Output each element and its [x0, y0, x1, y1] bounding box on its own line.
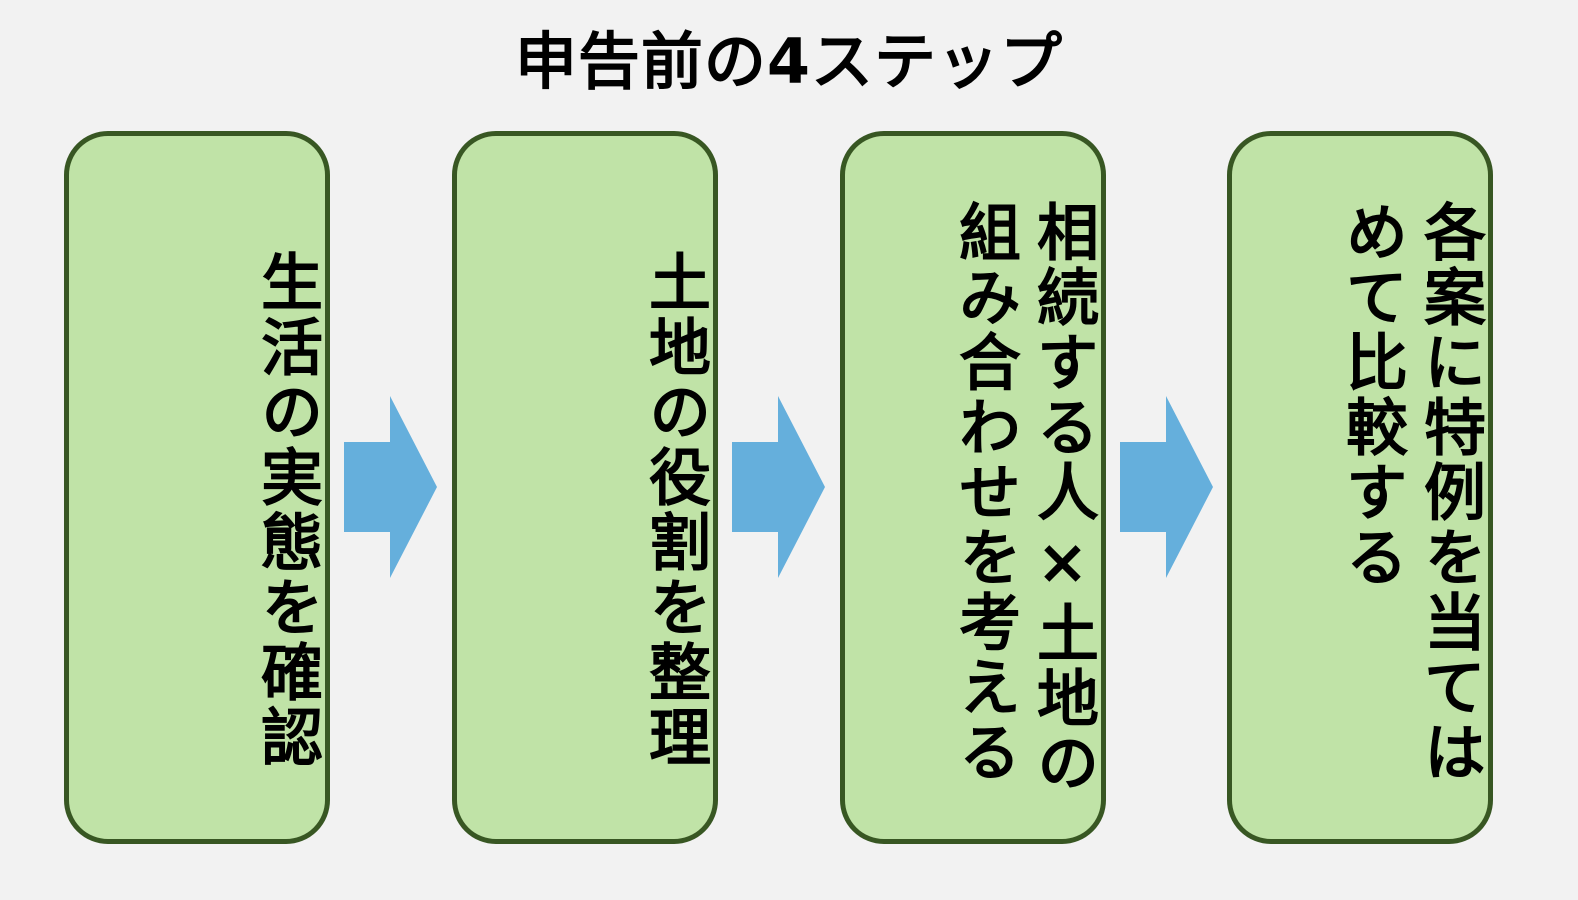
arrow-shape-2 — [732, 396, 825, 578]
step-1-text: 生活の実態を確認 — [250, 250, 323, 770]
right-arrow-icon — [732, 396, 825, 578]
arrow-shape-3 — [1120, 396, 1213, 578]
step-4-text: 各案に特例を当てはめて比較する — [1335, 200, 1486, 785]
diagram-title: 申告前の4ステップ — [514, 25, 1064, 98]
step-box-4: 各案に特例を当てはめて比較する — [1227, 131, 1493, 844]
arrow-shape-1 — [344, 396, 437, 578]
step-2-text: 土地の役割を整理 — [638, 250, 711, 770]
step-box-1: 生活の実態を確認 — [64, 131, 330, 844]
step-3-text: 相続する人×土地の組み合わせを考える — [948, 200, 1099, 796]
right-arrow-icon — [344, 396, 437, 578]
step-box-2: 土地の役割を整理 — [452, 131, 718, 844]
step-box-3: 相続する人×土地の組み合わせを考える — [840, 131, 1106, 844]
right-arrow-icon — [1120, 396, 1213, 578]
